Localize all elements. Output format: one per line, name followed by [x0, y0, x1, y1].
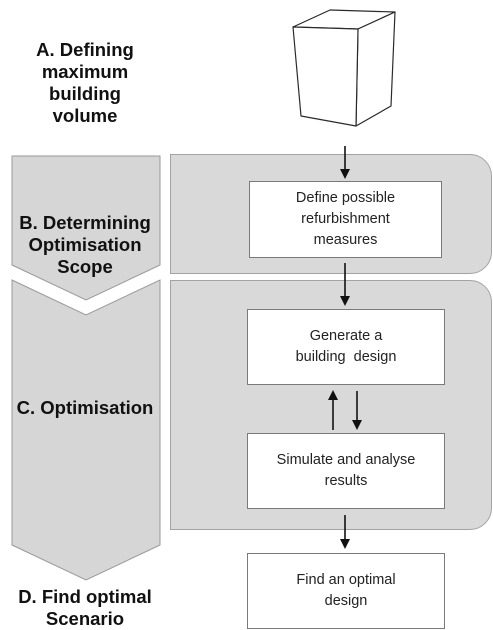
3d-box-icon	[292, 9, 396, 127]
chevron-optimisation	[11, 279, 161, 581]
chevron-scope	[11, 155, 161, 301]
stage-b-label: B. Determining Optimisation Scope	[19, 212, 151, 277]
arrow-down-feedback	[352, 391, 362, 430]
arrow-scope-to-optimisation	[340, 263, 350, 306]
arrow-volume-to-scope	[340, 146, 350, 179]
stage-d-label: D. Find optimal Scenario	[18, 586, 152, 629]
arrow-up-feedback	[328, 390, 338, 430]
stage-a-label: A. Defining maximum building volume	[36, 39, 134, 126]
optimal-design-box: Find an optimal design	[247, 553, 445, 629]
arrow-optimisation-to-result	[340, 515, 350, 549]
generate-design-box: Generate a building design	[247, 309, 445, 385]
define-measures-box: Define possible refurbishment measures	[249, 181, 442, 258]
simulate-analyse-box: Simulate and analyse results	[247, 433, 445, 509]
stage-c-label: C. Optimisation	[16, 397, 154, 418]
